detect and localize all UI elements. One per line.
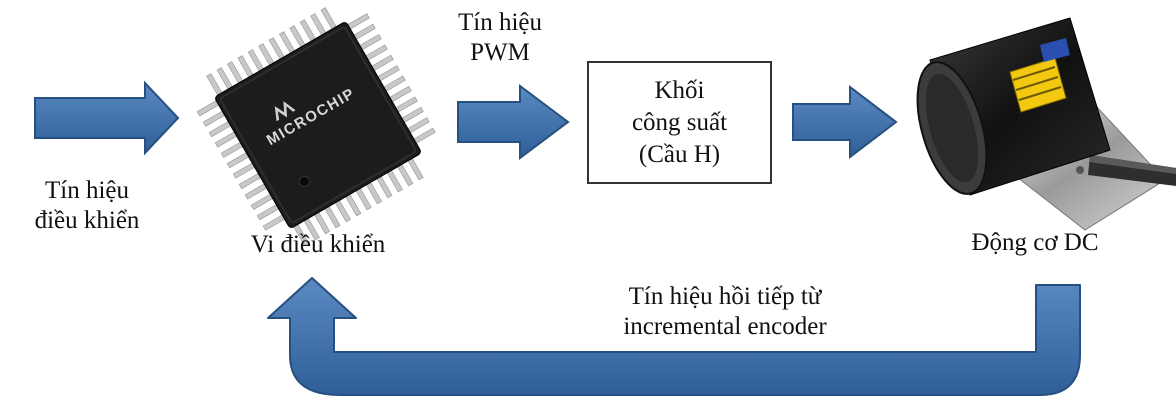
feedback-label-line-2: incremental encoder [623, 313, 827, 340]
pwm-arrow [457, 84, 570, 160]
dc-motor-icon [916, 17, 1176, 231]
pwm-label-line-2: PWM [470, 39, 530, 66]
feedback-label-line-1: Tín hiệu hồi tiếp từ [628, 283, 822, 310]
power-block-line-1: Khối [654, 76, 705, 104]
microcontroller-label: Vi điều khiển [250, 231, 386, 258]
input-signal-line-2: điều khiển [34, 207, 140, 234]
output-arrow [792, 84, 898, 160]
power-block-line-3: (Cầu H) [638, 140, 721, 168]
pwm-label-line-1: Tín hiệu [457, 9, 542, 36]
input-arrow [34, 80, 180, 156]
feedback-arrow [267, 277, 1081, 396]
feedback-signal-label: Tín hiệu hồi tiếp từ incremental encoder [560, 282, 890, 342]
input-signal-label: Tín hiệu điều khiển [2, 176, 172, 236]
input-signal-line-1: Tín hiệu [44, 177, 129, 204]
power-block-line-2: công suất [631, 108, 728, 136]
pwm-signal-label: Tín hiệu PWM [430, 8, 570, 68]
dc-motor-label: Động cơ DC [971, 229, 1099, 256]
power-block-box: Khối công suất (Cầu H) [587, 61, 772, 184]
microcontroller-chip-icon: MICROCHIP [196, 7, 436, 247]
